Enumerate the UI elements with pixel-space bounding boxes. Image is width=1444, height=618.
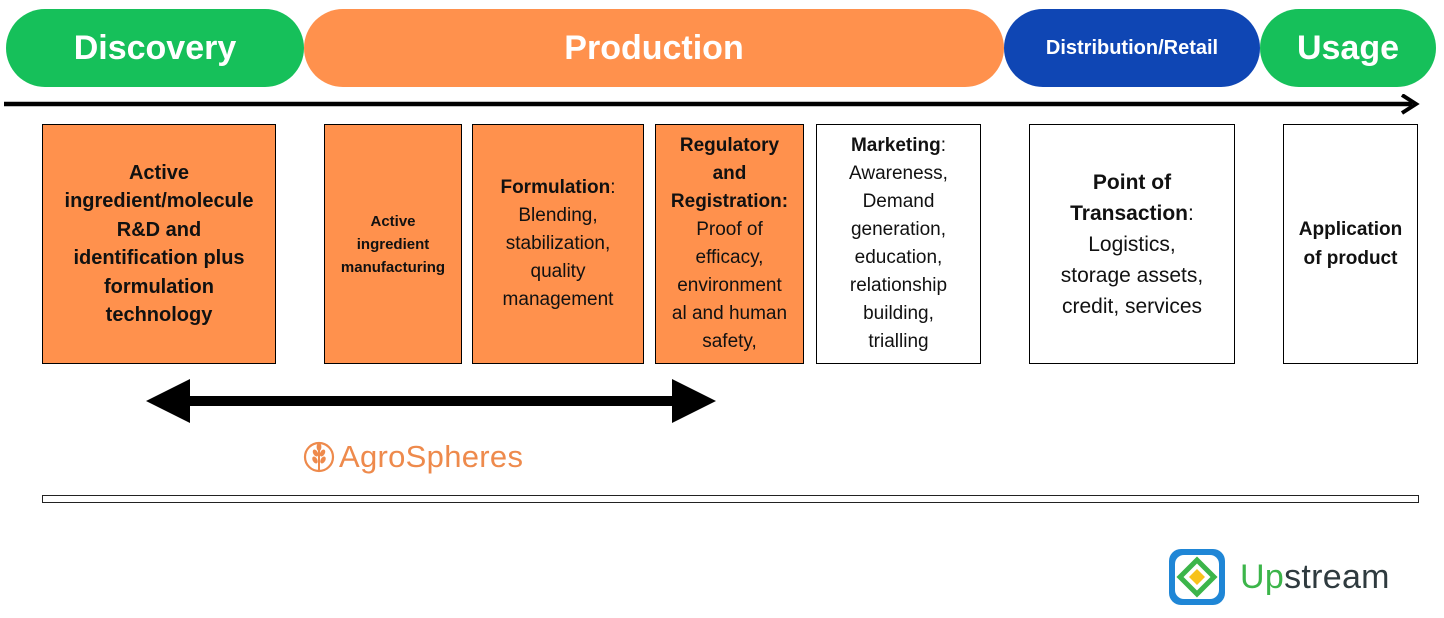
wheat-icon xyxy=(303,441,335,473)
step-text-line: Active xyxy=(128,161,190,184)
upstream-wordmark-stream: stream xyxy=(1284,557,1390,596)
phase-production: Production xyxy=(304,9,1004,87)
phase-distribution: Distribution/Retail xyxy=(1004,9,1260,87)
step-formulation: Formulation: Blending, stabilization, qu… xyxy=(472,124,644,364)
phase-distribution-label: Distribution/Retail xyxy=(1045,36,1219,59)
step-text-line: quality xyxy=(530,261,586,282)
step-text-line: Proof of xyxy=(696,219,763,240)
step-title: Regulatory xyxy=(679,135,780,156)
step-text-line: formulation xyxy=(104,275,214,298)
step-text-line: credit, services xyxy=(1061,294,1203,318)
step-text-line: ingredient xyxy=(356,235,430,253)
step-text-line: efficacy, xyxy=(695,247,764,268)
step-title: Transaction xyxy=(1070,201,1189,225)
step-text-line: safety, xyxy=(702,331,757,352)
step-regulatory: Regulatory and Registration: Proof of ef… xyxy=(655,124,804,364)
step-text-line: manufacturing xyxy=(340,258,446,276)
phase-discovery: Discovery xyxy=(6,9,304,87)
step-ai-manufacturing: Active ingredient manufacturing xyxy=(324,124,462,364)
step-text-line: technology xyxy=(105,304,213,326)
step-text-line: stabilization, xyxy=(505,233,611,254)
step-text-line: relationship xyxy=(849,275,948,296)
step-title: Point of xyxy=(1092,170,1172,194)
step-text-line: Active xyxy=(370,212,416,230)
step-text-line: Blending, xyxy=(518,205,598,226)
step-text-line: building, xyxy=(863,303,934,324)
step-text-line: Awareness, xyxy=(849,163,948,184)
step-title-line: Transaction: xyxy=(1070,201,1194,225)
step-marketing: Marketing: Awareness, Demand generation,… xyxy=(816,124,981,364)
bottom-divider-bar xyxy=(42,495,1419,503)
step-text-line: ingredient/molecule xyxy=(64,190,254,212)
step-text-line: trialling xyxy=(868,331,929,352)
step-text-line: Demand xyxy=(862,191,935,212)
step-title: Formulation xyxy=(500,177,611,198)
step-title-line: Marketing: xyxy=(850,135,947,156)
step-text-line: environment xyxy=(677,275,782,296)
upstream-logo-icon xyxy=(1169,549,1225,605)
step-title: Marketing xyxy=(850,135,941,156)
step-text-line: storage assets, xyxy=(1060,263,1204,287)
step-text-line: al and human xyxy=(671,303,788,324)
step-text-line: education, xyxy=(854,247,943,268)
timeline-arrow xyxy=(4,94,1420,115)
step-title: Registration: xyxy=(670,191,789,212)
step-text-line: management xyxy=(502,289,614,310)
step-title-line: Formulation: xyxy=(500,177,616,198)
phase-discovery-label: Discovery xyxy=(73,28,237,67)
phase-production-label: Production xyxy=(564,28,744,67)
agrospheres-logo: AgroSpheres xyxy=(303,434,523,480)
phase-usage-label: Usage xyxy=(1296,28,1400,67)
step-text-line: R&D and xyxy=(116,218,202,241)
agrospheres-wordmark: AgroSpheres xyxy=(339,439,524,474)
step-title: and xyxy=(712,163,747,184)
step-text-line: generation, xyxy=(850,219,947,240)
phase-usage: Usage xyxy=(1260,9,1436,87)
step-ai-discovery: Active ingredient/molecule R&D and ident… xyxy=(42,124,276,364)
step-text-line: of product xyxy=(1303,248,1398,269)
step-application: Application of product xyxy=(1283,124,1418,364)
step-text-line: Application xyxy=(1298,219,1403,240)
double-headed-arrow xyxy=(146,379,716,423)
step-text-line: Logistics, xyxy=(1088,232,1176,256)
upstream-wordmark-up: Up xyxy=(1240,557,1285,596)
upstream-wordmark: Upstream xyxy=(1240,558,1390,597)
step-text-line: identification plus xyxy=(73,247,245,269)
step-point-of-transaction: Point of Transaction: Logistics, storage… xyxy=(1029,124,1235,364)
upstream-logo: Upstream xyxy=(1166,546,1390,608)
